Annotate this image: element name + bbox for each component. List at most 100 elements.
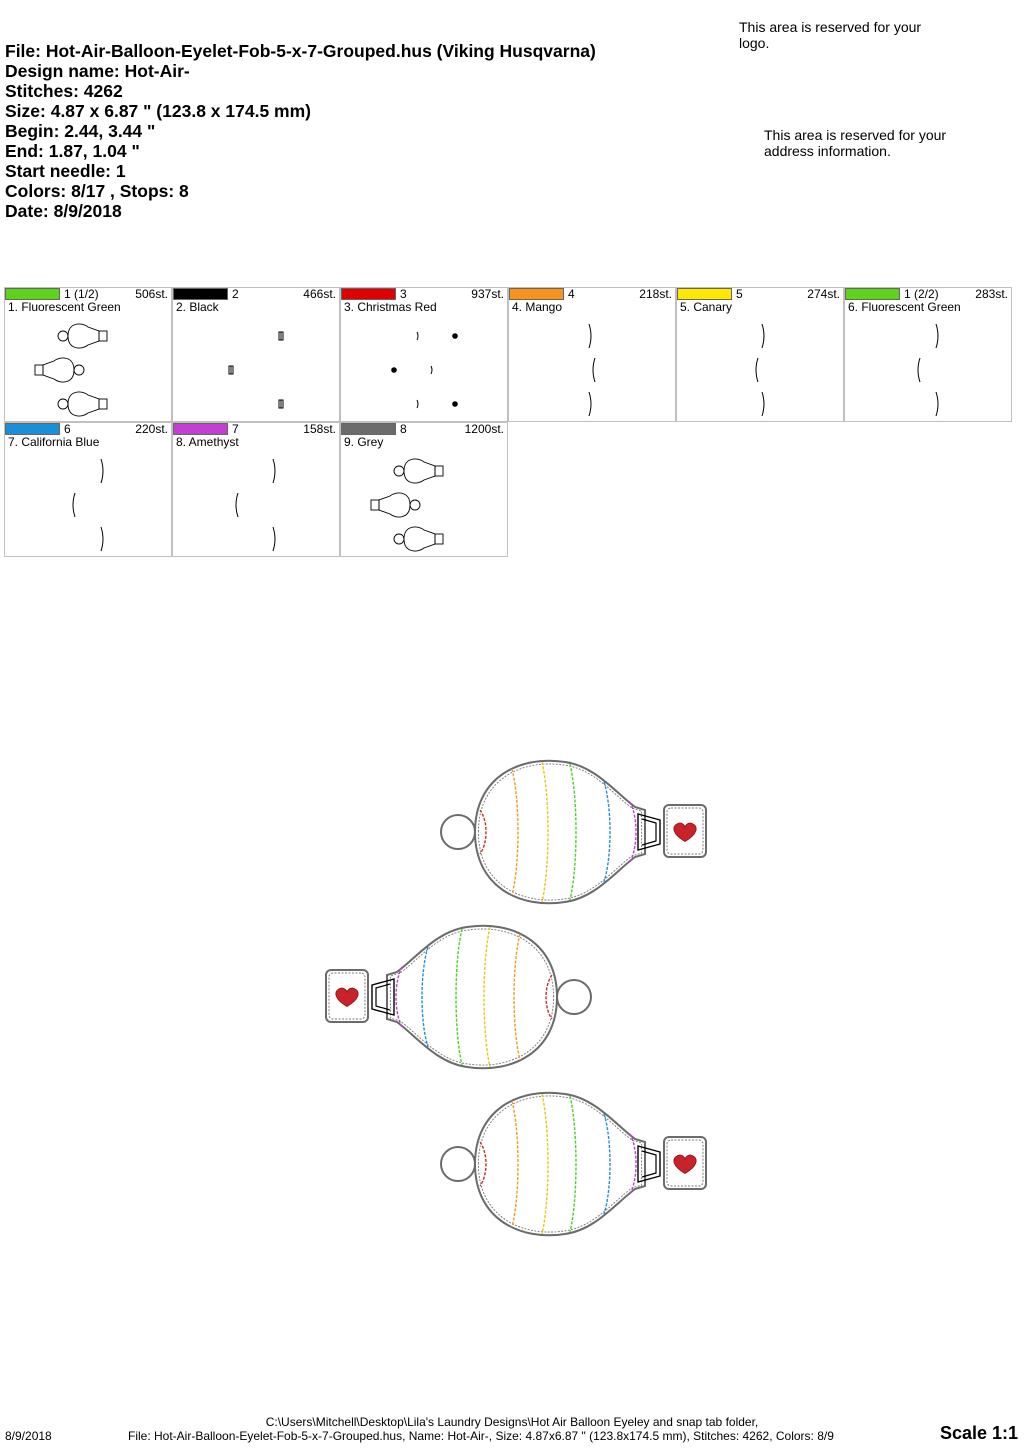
- thread-name: 4. Mango: [512, 300, 563, 314]
- thumbnail-preview: [917, 323, 939, 417]
- needle-number: 3: [400, 287, 407, 301]
- color-block: 4 218st. 4. Mango: [508, 287, 676, 422]
- eyelet-loop: [440, 814, 476, 850]
- thread-name: 7. California Blue: [8, 435, 100, 449]
- needle-number: 7: [232, 422, 239, 436]
- footer-path: C:\Users\Mitchell\Desktop\Lila's Laundry…: [265, 1415, 759, 1429]
- thumbnail-preview: [391, 331, 458, 409]
- thumbnail-preview: [235, 458, 276, 552]
- stitch-count: 220st.: [135, 422, 168, 436]
- balloon-outline: [386, 924, 559, 1070]
- heart-icon: [673, 1154, 697, 1174]
- stripe-mark: [935, 323, 939, 349]
- begin-point: Begin: 2.44, 3.44 ": [5, 121, 156, 141]
- balloon-stitch: [389, 928, 555, 1066]
- heart-icon: [335, 987, 359, 1007]
- stripe-mark: [917, 357, 921, 383]
- stitch-count: 274st.: [807, 287, 840, 301]
- needle-number: 5: [736, 287, 743, 301]
- stitch-count: 283st.: [975, 287, 1008, 301]
- thumbnail-preview: [228, 331, 284, 409]
- color-block: 3 937st. 3. Christmas Red: [340, 287, 508, 422]
- balloon-stripe: [455, 928, 463, 1066]
- thread-name: 5. Canary: [680, 300, 733, 314]
- file-line: File: Hot-Air-Balloon-Eyelet-Fob-5-x-7-G…: [5, 41, 596, 61]
- thread-name: 3. Christmas Red: [344, 300, 437, 314]
- basket-neck: [371, 978, 395, 1016]
- needle-number: 1 (2/2): [904, 287, 939, 301]
- thumbnail-preview: [72, 458, 104, 552]
- stripe-mark: [592, 357, 596, 383]
- heart-mark: [391, 367, 397, 373]
- hot-air-balloon-fob: [325, 924, 592, 1070]
- basket-neck: [637, 1145, 661, 1183]
- color-swatch: [173, 288, 228, 300]
- basket-rope: [641, 1150, 657, 1178]
- balloon-stitch: [477, 763, 643, 901]
- color-swatch: [845, 288, 900, 300]
- balloon-stripe: [569, 1095, 577, 1233]
- hot-air-balloon-fob: [440, 1091, 707, 1237]
- thread-name: 8. Amethyst: [176, 435, 239, 449]
- balloon-outline: [473, 1091, 646, 1237]
- logo-placeholder: This area is reserved for your logo.: [739, 19, 922, 51]
- basket-mark: [278, 331, 284, 341]
- stripe-mark: [72, 492, 76, 518]
- color-block: 1 (1/2)506st.1. Fluorescent Green: [4, 287, 172, 422]
- needle-number: 1 (1/2): [64, 287, 99, 301]
- hot-air-balloon-fob: [440, 759, 707, 905]
- eyelet-arc: [416, 331, 419, 341]
- stripe-mark: [100, 458, 104, 484]
- balloon-stripe: [541, 1093, 549, 1235]
- stitch-count: 466st.: [303, 287, 336, 301]
- snap-tab-stitch: [666, 807, 704, 855]
- balloon-stripe: [569, 763, 577, 901]
- snap-tab-stitch: [328, 972, 366, 1020]
- thumbnail-preview: [370, 458, 444, 552]
- stripe-mark: [272, 526, 276, 552]
- snap-tab: [663, 1136, 707, 1190]
- needle-number: 4: [568, 287, 575, 301]
- balloon-stripe: [603, 1113, 611, 1215]
- eyelet-loop: [440, 1146, 476, 1182]
- balloon-stripe: [511, 1100, 519, 1228]
- color-block: 5 274st. 5. Canary: [676, 287, 844, 422]
- end-point: End: 1.87, 1.04 ": [5, 141, 140, 161]
- basket-mark: [278, 399, 284, 409]
- thread-name: 1. Fluorescent Green: [8, 300, 121, 314]
- color-swatch: [173, 423, 228, 435]
- stitch-count: 218st.: [639, 287, 672, 301]
- balloon-stripe: [395, 966, 403, 1028]
- stripe-mark: [761, 323, 765, 349]
- basket-neck: [637, 813, 661, 851]
- color-swatch: [5, 288, 60, 300]
- needle-number: 2: [232, 287, 239, 301]
- design-name: Design name: Hot-Air-: [5, 61, 190, 81]
- stitch-count: 1200st.: [464, 422, 504, 436]
- basket-rope: [641, 818, 657, 846]
- eyelet-loop: [556, 979, 592, 1015]
- mini-balloon-icon: [57, 391, 108, 417]
- color-swatch: [341, 288, 396, 300]
- stripe-mark: [100, 526, 104, 552]
- balloon-stitch: [477, 1095, 643, 1233]
- thumbnail-preview: [755, 323, 765, 417]
- balloon-stripe: [479, 1141, 487, 1187]
- balloon-stripe: [545, 974, 553, 1020]
- stripe-mark: [935, 391, 939, 417]
- balloon-outline: [473, 759, 646, 905]
- thumbnail-preview: [34, 323, 108, 417]
- stripe-mark: [761, 391, 765, 417]
- stitch-count: 937st.: [471, 287, 504, 301]
- footer-info: File: Hot-Air-Balloon-Eyelet-Fob-5-x-7-G…: [128, 1429, 834, 1443]
- footer-date: 8/9/2018: [5, 1429, 52, 1443]
- thread-name: 6. Fluorescent Green: [848, 300, 961, 314]
- stripe-mark: [235, 492, 239, 518]
- balloon-stripe: [479, 809, 487, 855]
- start-needle: Start needle: 1: [5, 161, 126, 181]
- snap-tab: [663, 804, 707, 858]
- thread-name: 9. Grey: [344, 435, 384, 449]
- mini-balloon-icon: [393, 526, 444, 552]
